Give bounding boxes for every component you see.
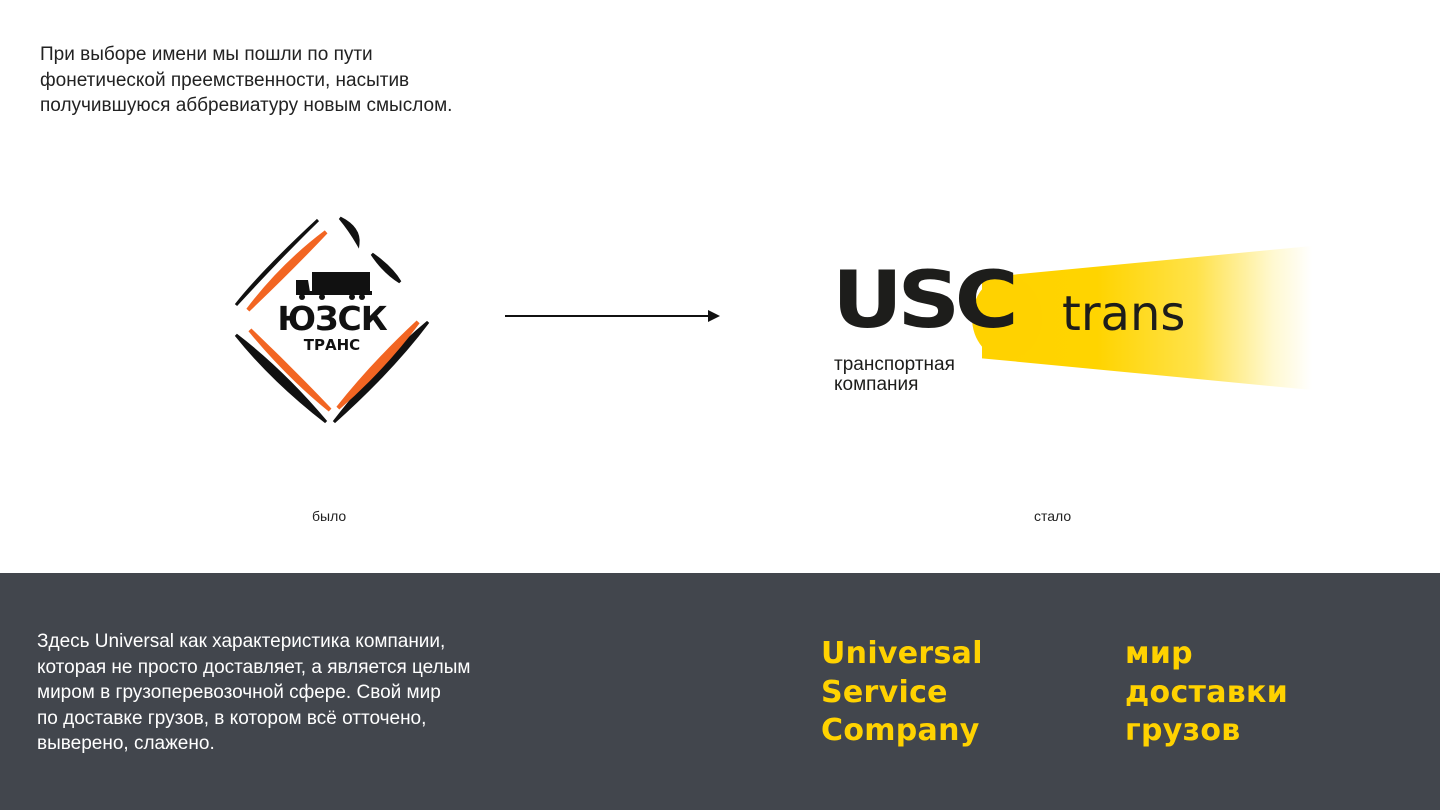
expansion-word: Service xyxy=(821,674,948,710)
old-logo-swoosh xyxy=(246,230,328,312)
abbreviation-expansion: Universal Service Company xyxy=(821,635,983,751)
meaning-word: грузов xyxy=(1125,713,1241,748)
new-logo-word: trans xyxy=(1062,286,1186,342)
description-line: по доставке грузов, в котором всё отточе… xyxy=(37,707,427,729)
new-logo-tagline: транспортная компания xyxy=(834,355,955,395)
old-logo-swoosh xyxy=(234,218,320,307)
intro-line: фонетической преемственности, насытив xyxy=(40,69,410,91)
new-logo-beam-cap xyxy=(972,277,1042,359)
intro-line: При выборе имени мы пошли по пути xyxy=(40,44,373,65)
description-line: миром в грузоперевозочной сфере. Свой ми… xyxy=(37,682,441,704)
bottom-section: Здесь Universal как характеристика компа… xyxy=(0,573,1440,810)
old-logo-swoosh xyxy=(338,216,360,249)
description-line: Здесь Universal как характеристика компа… xyxy=(37,631,446,652)
old-logo: ЮЗСК ТРАНС xyxy=(230,216,434,424)
intro-line: получившуюся аббревиатуру новым смыслом. xyxy=(40,95,453,116)
meaning-word: мир xyxy=(1125,636,1193,671)
arrow-right-icon xyxy=(505,310,720,322)
caption-before: было xyxy=(312,508,347,524)
old-logo-subtitle: ТРАНС xyxy=(304,336,360,354)
old-logo-swoosh xyxy=(370,252,402,284)
caption-after: стало xyxy=(1034,508,1072,524)
description-text: Здесь Universal как характеристика компа… xyxy=(37,629,507,757)
old-logo-name: ЮЗСК xyxy=(277,299,387,338)
meaning-word: доставки xyxy=(1125,674,1289,710)
tagline-line: транспортная xyxy=(834,354,955,375)
old-logo-swoosh xyxy=(336,320,420,410)
abbreviation-meaning: мир доставки грузов xyxy=(1125,635,1288,751)
new-logo: USC trans транспортная компания xyxy=(832,240,1312,400)
intro-text: При выборе имени мы пошли по пути фонети… xyxy=(40,42,520,119)
new-logo-mark: USC xyxy=(832,256,1019,346)
description-line: выверено, слажено. xyxy=(37,733,215,755)
expansion-word: Company xyxy=(821,713,980,748)
old-logo-swoosh xyxy=(234,333,328,424)
truck-icon xyxy=(296,272,372,300)
tagline-line: компания xyxy=(834,374,919,395)
description-line: которая не просто доставляет, а является… xyxy=(37,656,471,678)
old-logo-swoosh xyxy=(248,328,332,412)
expansion-word: Universal xyxy=(821,636,983,671)
